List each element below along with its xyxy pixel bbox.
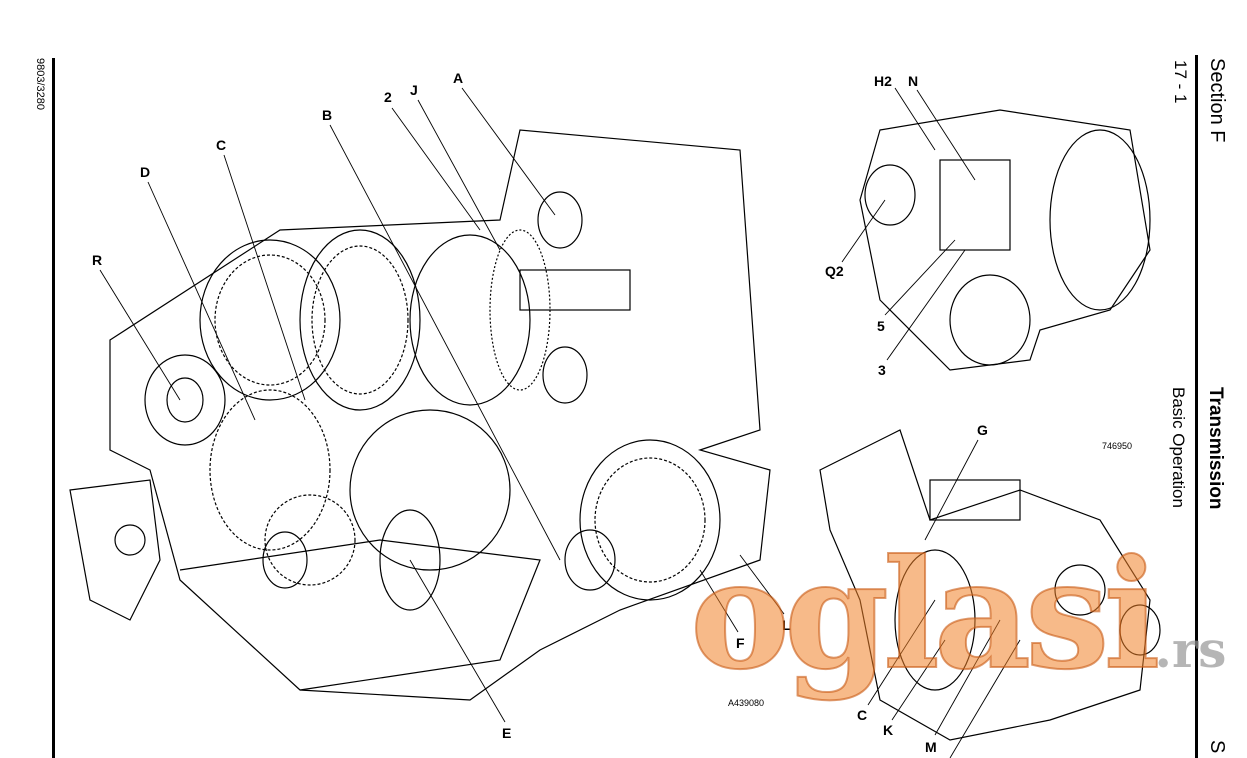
- upper-right-drawing: [859, 109, 1151, 371]
- callout-m: M: [925, 739, 937, 755]
- watermark: oglasi.rs: [689, 539, 1227, 691]
- watermark-suffix: .rs: [1154, 620, 1227, 679]
- callout-c: C: [216, 137, 227, 153]
- figure-ref-main: A439080: [728, 698, 765, 708]
- right-margin-rule: [1195, 55, 1198, 758]
- callout-d: D: [140, 164, 151, 180]
- callout-k: K: [883, 722, 894, 738]
- callout-h2: H2: [874, 73, 892, 89]
- callout-g: G: [977, 422, 988, 438]
- callout-c-lower: C: [857, 707, 868, 723]
- callout-n: N: [908, 73, 919, 89]
- main-gearbox-drawing: [69, 129, 771, 701]
- watermark-text: oglasi: [689, 527, 1162, 703]
- callout-l: L: [782, 617, 791, 633]
- lower-right-drawing: [819, 429, 1161, 741]
- left-margin-rule: [52, 58, 55, 758]
- callout-j: J: [410, 82, 418, 98]
- callout-3: 3: [878, 362, 886, 378]
- callout-r: R: [92, 252, 103, 268]
- callout-e: E: [502, 725, 512, 741]
- callout-a: A: [453, 70, 464, 86]
- callout-5: 5: [877, 318, 885, 334]
- leader-lines: [99, 87, 1021, 758]
- callout-q2: Q2: [825, 263, 844, 279]
- callout-f: F: [736, 635, 745, 651]
- callout-2: 2: [384, 89, 392, 105]
- callout-b: B: [322, 107, 333, 123]
- figure-ref-lower-right: 746950: [1102, 441, 1133, 451]
